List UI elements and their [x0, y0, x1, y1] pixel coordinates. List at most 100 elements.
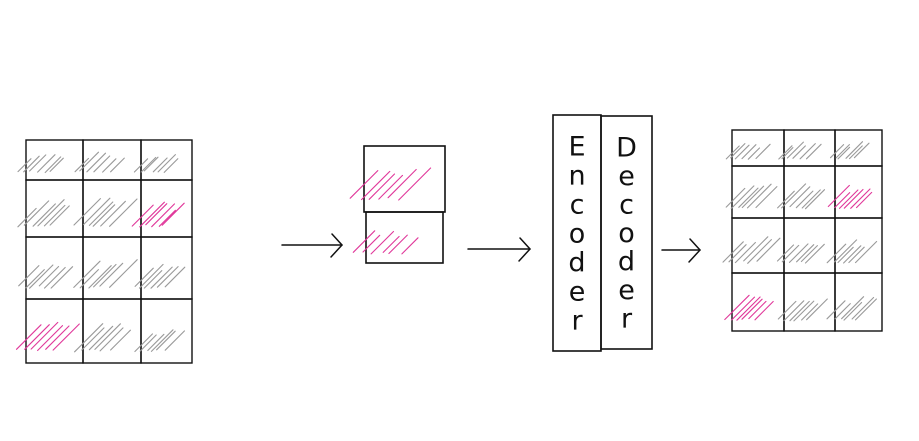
decoder-letter: c	[619, 190, 634, 221]
input-patch-hatch	[134, 263, 186, 289]
output-patch-hatch	[776, 243, 825, 264]
output-patch-hatch	[778, 141, 822, 160]
output-cell-r3-c0	[724, 272, 785, 332]
output-cell-r1-c0	[725, 165, 785, 219]
encoder-letter: e	[569, 277, 586, 308]
input-cell-r1-c0	[17, 179, 84, 238]
output-cell-border	[783, 217, 836, 274]
arrow-1	[281, 233, 343, 258]
output-cell-r1-c1	[777, 165, 836, 219]
output-patch-hatch	[829, 141, 870, 160]
output-masked-hatch	[724, 294, 774, 321]
input-cell-r2-c1	[73, 236, 142, 300]
input-cell-r1-c1	[73, 179, 142, 238]
input-cell-border	[25, 179, 84, 238]
output-patch-hatch	[777, 183, 826, 210]
output-patch-hatch-strokes	[722, 236, 781, 264]
encoder-letter: c	[570, 190, 585, 221]
input-patch-hatch-strokes	[134, 329, 186, 353]
output-patch-hatch	[826, 296, 877, 321]
input-patch-hatch	[17, 154, 64, 174]
output-cell-border	[834, 217, 883, 274]
arrow-head	[330, 233, 343, 258]
decoder-box	[600, 115, 653, 350]
encoder-letter: d	[568, 248, 585, 279]
output-cell-r0-c1	[778, 129, 836, 167]
decoder-letter: e	[618, 275, 635, 306]
selected-patch-hatch-strokes	[349, 167, 432, 201]
decoder-letter: o	[618, 218, 635, 249]
output-cell-border	[783, 129, 836, 167]
input-patch-hatch	[134, 329, 186, 353]
selected-patches	[349, 145, 446, 264]
decoder-letter: d	[618, 247, 635, 278]
input-cell-border	[140, 179, 193, 238]
output-cell-border	[834, 129, 883, 167]
output-cell-border	[731, 272, 785, 332]
selected-patch-hatch-strokes	[352, 230, 419, 255]
output-cell-r0-c0	[725, 129, 785, 167]
flow-arrows	[281, 233, 701, 263]
output-patch-hatch-strokes	[725, 143, 771, 160]
output-cell-border	[783, 272, 836, 332]
output-patch-hatch-strokes	[778, 141, 822, 160]
input-patch-hatch	[74, 151, 125, 173]
output-patch-hatch	[826, 239, 878, 264]
input-cell-r0-c0	[17, 139, 84, 181]
output-patch-hatch-strokes	[826, 296, 877, 321]
selected-patch-border	[363, 145, 446, 213]
output-patch-hatch	[725, 143, 771, 160]
input-patch-hatch	[73, 197, 138, 227]
output-patch-hatch-strokes	[777, 183, 826, 210]
input-cell-r3-c1	[74, 298, 142, 364]
input-patch-hatch-strokes	[74, 151, 125, 173]
input-cell-border	[25, 236, 84, 300]
encoder-letter: o	[569, 219, 586, 250]
input-cell-r3-c2	[134, 298, 193, 364]
input-patch-hatch-strokes	[73, 259, 138, 289]
input-cell-r1-c2	[131, 179, 193, 238]
input-cell-r2-c0	[18, 236, 84, 300]
arrow-head	[518, 237, 531, 262]
input-cell-r0-c2	[133, 139, 193, 181]
input-cell-r2-c2	[134, 236, 193, 300]
input-patch-hatch-strokes	[18, 264, 74, 289]
input-cell-border	[140, 298, 193, 364]
input-patch-hatch-strokes	[73, 197, 138, 227]
output-patch-hatch	[725, 183, 778, 210]
arrow-3	[661, 238, 701, 263]
encoder-letter: E	[568, 132, 585, 163]
input-masked-hatch-strokes	[131, 201, 185, 228]
output-masked-hatch-strokes	[724, 294, 774, 321]
output-patch-grid	[722, 129, 883, 332]
encoder-letter: n	[568, 161, 585, 192]
input-patch-hatch	[17, 199, 70, 228]
input-patch-hatch-strokes	[74, 323, 131, 353]
output-patch-hatch-strokes	[829, 141, 870, 160]
input-patch-hatch	[74, 323, 131, 353]
arrow-2	[467, 237, 531, 262]
input-cell-border	[82, 298, 142, 364]
output-cell-r3-c2	[826, 272, 883, 332]
decoder-letter: r	[621, 304, 633, 335]
encoder-letter: r	[571, 306, 583, 337]
output-cell-r2-c2	[826, 217, 883, 274]
output-patch-hatch-strokes	[777, 298, 828, 322]
input-masked-hatch	[15, 321, 80, 352]
output-cell-r3-c1	[777, 272, 836, 332]
input-cell-r0-c1	[74, 139, 142, 181]
input-cell-border	[25, 139, 84, 181]
input-patch-hatch-strokes	[17, 154, 64, 174]
input-patch-grid	[15, 139, 193, 364]
output-cell-r2-c0	[722, 217, 785, 274]
output-cell-r0-c2	[829, 129, 883, 167]
output-patch-hatch-strokes	[725, 183, 778, 210]
output-patch-hatch-strokes	[826, 239, 878, 264]
selected-patch-hatch	[349, 167, 432, 201]
output-masked-hatch-strokes	[827, 184, 873, 209]
input-patch-hatch	[73, 259, 138, 289]
input-cell-border	[82, 179, 142, 238]
